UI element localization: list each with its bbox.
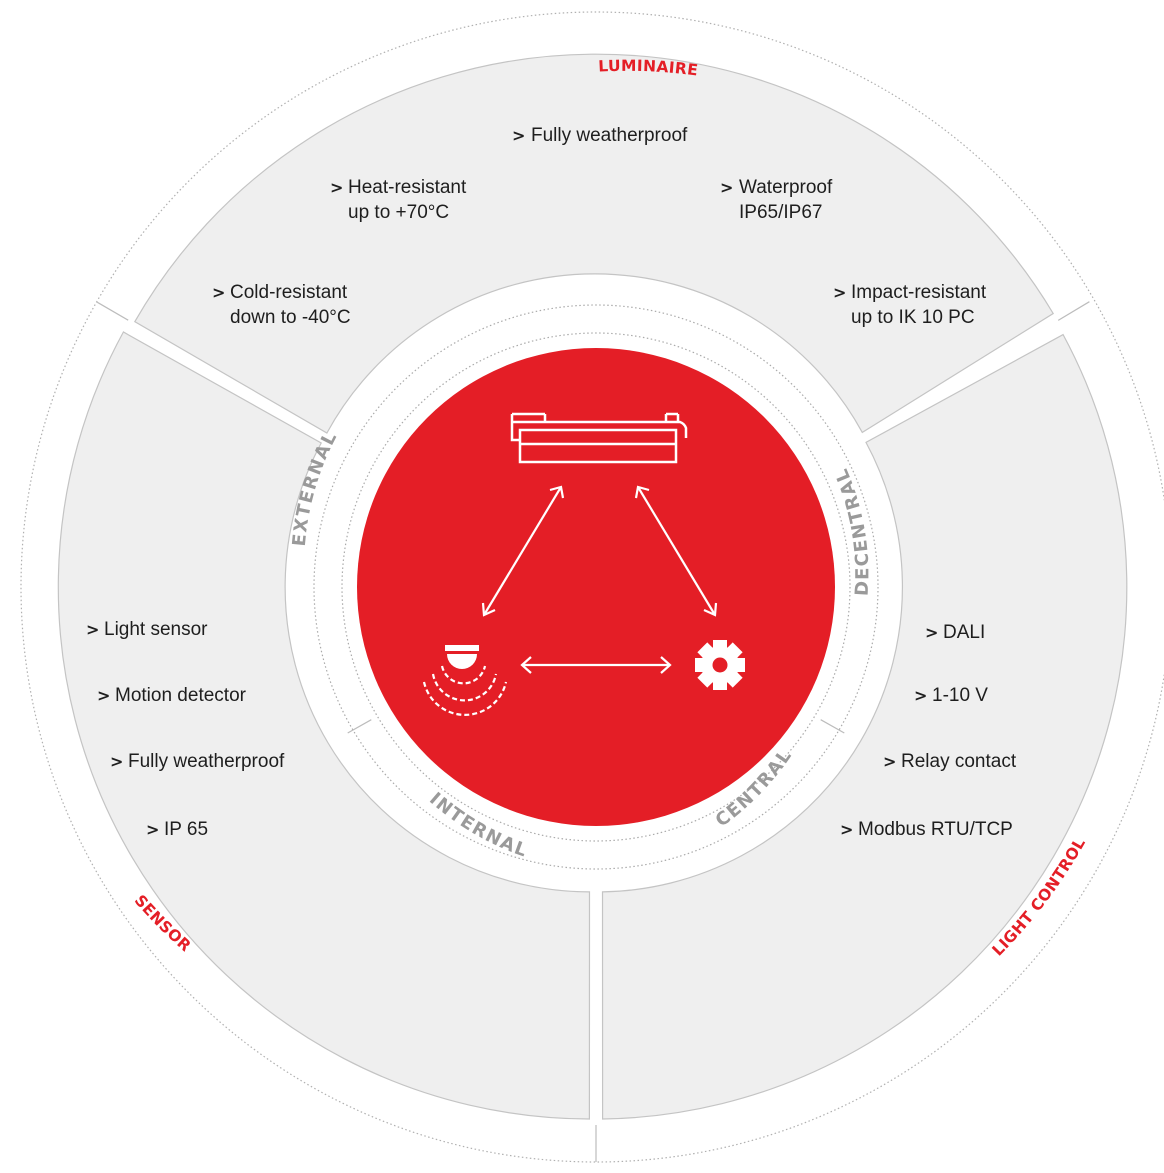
inner-ring-dotted: [313, 304, 879, 870]
bullet-glyph: >: [925, 623, 938, 642]
feature-text: Light sensor: [104, 619, 208, 640]
feature-item: > Modbus RTU/TCP: [840, 819, 1013, 840]
feature-item: > Waterproof IP65/IP67: [720, 177, 833, 223]
feature-text: Motion detector: [115, 685, 247, 706]
feature-item: > Fully weatherproof: [110, 751, 285, 772]
feature-item: > Cold-resistant down to -40°C: [212, 282, 351, 328]
divider-left: [95, 301, 129, 321]
bullet-glyph: >: [97, 686, 110, 705]
bullet-glyph: >: [212, 283, 225, 302]
section-title-luminaire: LUMINAIRE: [598, 57, 699, 80]
feature-text: DALI: [943, 622, 985, 643]
inner-ring-dotted-2: [341, 332, 851, 842]
arrow-luminaire-control: [634, 485, 718, 617]
ring-label-decentral: DECENTRAL: [831, 465, 874, 597]
feature-text: Cold-resistant: [230, 282, 348, 303]
feature-item: > Impact-resistant up to IK 10 PC: [833, 282, 987, 328]
bullet-glyph: >: [840, 820, 853, 839]
bullet-glyph: >: [330, 178, 343, 197]
feature-text: Modbus RTU/TCP: [858, 819, 1013, 840]
bullet-glyph: >: [110, 752, 123, 771]
feature-text: down to -40°C: [230, 307, 351, 328]
bullet-glyph: >: [914, 686, 927, 705]
feature-text: IP65/IP67: [739, 202, 822, 223]
feature-item: > IP 65: [146, 819, 208, 840]
feature-item: > Heat-resistant up to +70°C: [330, 177, 467, 223]
outer-dotted-boundary: [20, 11, 1164, 1163]
bullet-glyph: >: [720, 178, 733, 197]
feature-text: IP 65: [164, 819, 208, 840]
feature-text: up to +70°C: [348, 202, 449, 223]
arrow-luminaire-sensor: [481, 485, 565, 617]
feature-item: > 1-10 V: [914, 685, 988, 706]
feature-text: Waterproof: [739, 177, 833, 198]
luminaire-icon: [510, 412, 688, 464]
bullet-glyph: >: [86, 620, 99, 639]
feature-text: 1-10 V: [932, 685, 988, 706]
feature-text: Impact-resistant: [851, 282, 987, 303]
feature-text: Fully weatherproof: [531, 125, 688, 146]
bullet-glyph: >: [146, 820, 159, 839]
feature-item: > Relay contact: [883, 751, 1017, 772]
sensor-icon: [422, 645, 508, 716]
arrow-sensor-control: [520, 656, 672, 674]
bullet-glyph: >: [833, 283, 846, 302]
feature-item: > Light sensor: [86, 619, 208, 640]
sensor-sector: [57, 331, 591, 1120]
light-control-sector: [601, 333, 1128, 1120]
luminaire-sector: [133, 53, 1055, 434]
ring-divider-left: [347, 719, 372, 734]
bullet-glyph: >: [883, 752, 896, 771]
feature-text: Fully weatherproof: [128, 751, 285, 772]
feature-item: > DALI: [925, 622, 985, 643]
central-circle: [357, 348, 835, 826]
feature-item: > Fully weatherproof: [512, 125, 688, 146]
bullet-glyph: >: [512, 126, 525, 145]
feature-text: up to IK 10 PC: [851, 307, 975, 328]
feature-text: Relay contact: [901, 751, 1017, 772]
feature-text: Heat-resistant: [348, 177, 467, 198]
divider-right: [1057, 301, 1090, 321]
ring-divider-right: [820, 719, 845, 734]
feature-item: > Motion detector: [97, 685, 247, 706]
gear-icon: [695, 640, 745, 690]
